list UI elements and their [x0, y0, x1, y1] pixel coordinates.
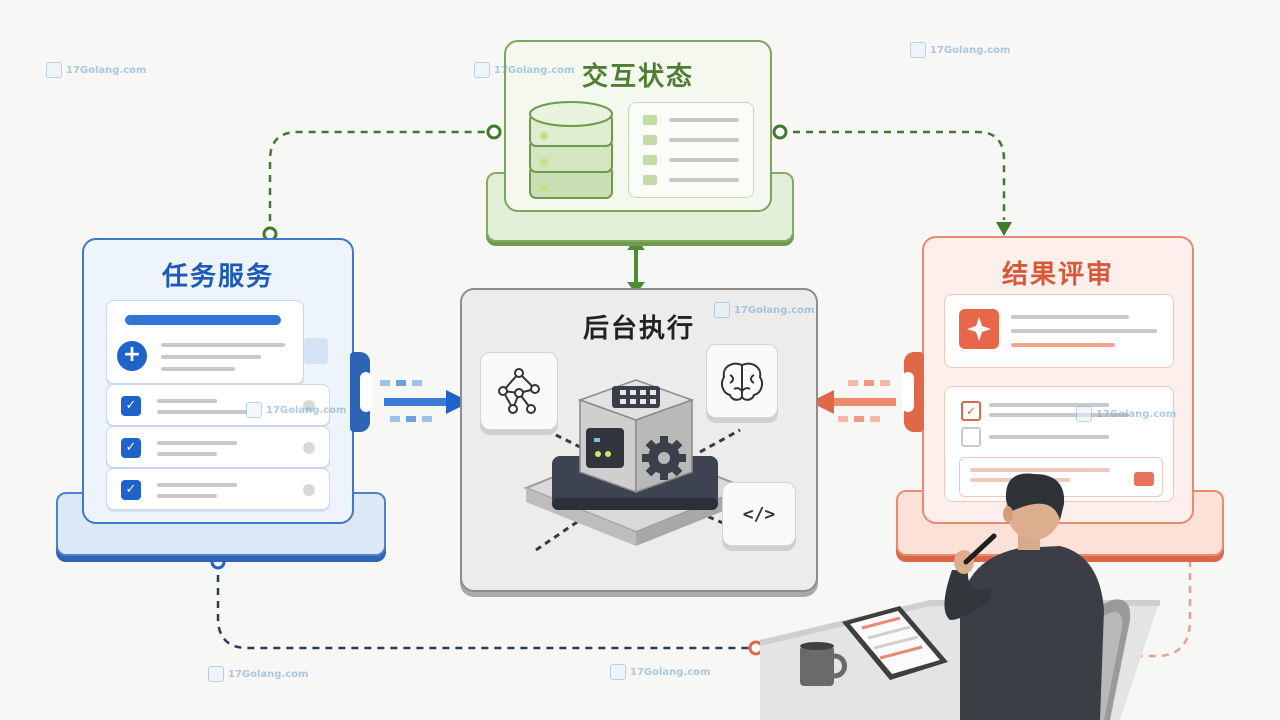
connector-task-to-state: [268, 130, 494, 234]
watermark: 17Golang.com: [1076, 406, 1176, 422]
task-card-shadow-tab: [304, 338, 328, 364]
brain-tile: [706, 344, 778, 418]
watermark: 17Golang.com: [714, 302, 814, 318]
check-icon: ✓: [121, 480, 141, 500]
connector-node: [772, 124, 788, 140]
interaction-state-title: 交互状态: [581, 62, 694, 92]
checkbox-checked[interactable]: ✓: [961, 401, 981, 421]
task-service-side-notch: [360, 372, 372, 412]
state-list-card: [628, 102, 754, 198]
network-graph-icon: [498, 368, 540, 414]
interaction-state-panel: 交互状态: [504, 40, 772, 212]
pen-icon: [963, 533, 997, 565]
watermark: 17Golang.com: [610, 664, 710, 680]
coffee-mug-icon: [800, 646, 834, 686]
check-icon: ✓: [121, 438, 141, 458]
connector-task-to-user: [216, 562, 752, 650]
watermark-logo-icon: [474, 62, 490, 78]
arrowhead: [996, 222, 1012, 236]
network-graph-tile: [480, 352, 558, 430]
watermark: 17Golang.com: [474, 62, 574, 78]
result-review-panel: 结果评审 ✓: [922, 236, 1194, 524]
review-to-exec-arrow: [810, 380, 896, 422]
person-body: [960, 546, 1104, 720]
review-summary-card: [944, 294, 1174, 368]
watermark: 17Golang.com: [46, 62, 146, 78]
task-to-exec-arrow: [380, 380, 470, 422]
task-header-card: +: [106, 300, 304, 384]
database-icon: [529, 101, 613, 199]
connector-node: [210, 554, 226, 570]
watermark-logo-icon: [610, 664, 626, 680]
watermark-logo-icon: [246, 402, 262, 418]
chat-bubble-icon: [1134, 472, 1154, 486]
result-review-side-notch: [902, 372, 914, 412]
sparkle-icon: [959, 309, 999, 349]
gear-icon: [642, 436, 686, 480]
arrowhead: [627, 238, 645, 250]
add-task-button[interactable]: +: [117, 341, 147, 371]
code-icon: </>: [742, 503, 776, 525]
watermark-logo-icon: [714, 302, 730, 318]
result-review-title: 结果评审: [1001, 260, 1114, 290]
watermark: 17Golang.com: [910, 42, 1010, 58]
task-list-item[interactable]: ✓: [106, 384, 330, 426]
brain-icon: [721, 362, 763, 401]
task-service-title: 任务服务: [161, 262, 274, 292]
code-tile: </>: [722, 482, 796, 546]
connector-node: [486, 124, 502, 140]
watermark-logo-icon: [208, 666, 224, 682]
checkbox-unchecked[interactable]: [961, 427, 981, 447]
connector-state-to-review: [780, 130, 1006, 220]
watermark-logo-icon: [46, 62, 62, 78]
check-icon: ✓: [121, 396, 141, 416]
background-exec-title: 后台执行: [582, 314, 695, 344]
task-list-item[interactable]: ✓: [106, 426, 330, 468]
watermark-logo-icon: [910, 42, 926, 58]
watermark: 17Golang.com: [246, 402, 346, 418]
watermark-logo-icon: [1076, 406, 1092, 422]
task-list-item[interactable]: ✓: [106, 468, 330, 510]
watermark: 17Golang.com: [208, 666, 308, 682]
